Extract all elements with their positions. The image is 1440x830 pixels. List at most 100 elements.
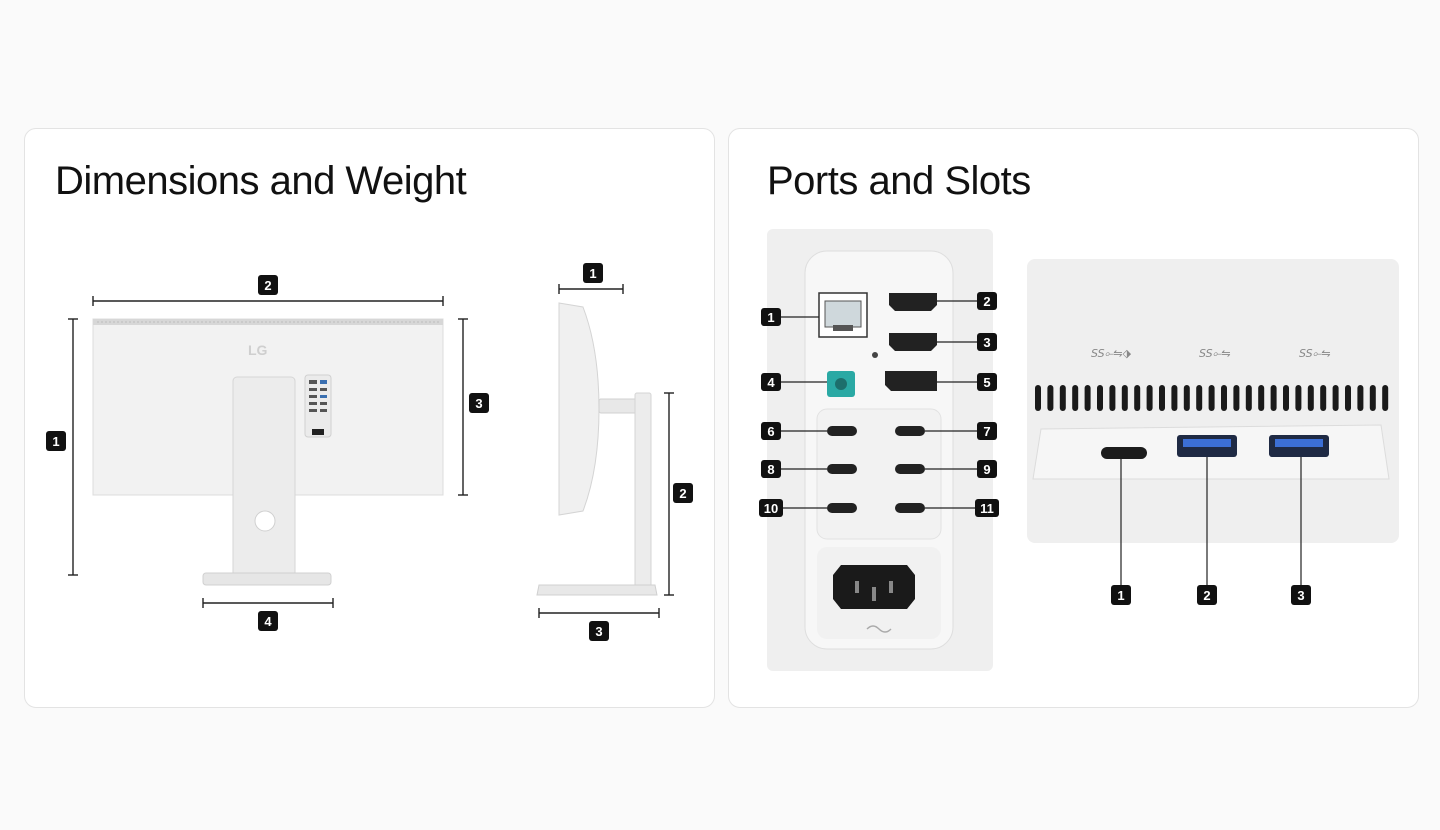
usbc-port-8: [827, 464, 857, 474]
side-badge-1: 1: [583, 263, 603, 283]
vent-slot: [1208, 385, 1215, 411]
rear-badge-8: 8: [761, 460, 781, 478]
rear-badge-2: 2: [977, 292, 997, 310]
vent-slot: [1072, 385, 1079, 411]
svg-text:2: 2: [679, 486, 686, 501]
svg-text:1: 1: [589, 266, 596, 281]
rear-badge-11: 11: [975, 499, 999, 517]
rear-badge-5: 5: [977, 373, 997, 391]
svg-text:8: 8: [767, 462, 774, 477]
vent-slot: [1059, 385, 1066, 411]
usbc-port-11: [895, 503, 925, 513]
dim-line-total-height: [68, 318, 78, 576]
rear-badge-9: 9: [977, 460, 997, 478]
usb-marking-2: SS⟜⇋: [1199, 347, 1231, 360]
svg-text:6: 6: [767, 424, 774, 439]
vent-slot: [1245, 385, 1252, 411]
vent-slot: [1097, 385, 1103, 411]
vent-slot: [1307, 385, 1314, 411]
vent-slot: [1121, 385, 1128, 411]
vent-slot: [1233, 385, 1240, 411]
vent-slot: [1109, 385, 1116, 411]
vent-slot: [1159, 385, 1165, 411]
dimensions-title: Dimensions and Weight: [55, 159, 467, 203]
vent-slot: [1283, 385, 1289, 411]
svg-text:2: 2: [983, 294, 990, 309]
vent-slot: [1345, 385, 1351, 411]
usbc-port-6: [827, 426, 857, 436]
dim-line-depth-top: [558, 284, 624, 294]
dimensions-card: Dimensions and Weight LG: [24, 128, 715, 708]
vent-slot: [1196, 385, 1203, 411]
vent-slot: [1221, 385, 1227, 411]
monitor-side-view: [536, 302, 658, 596]
stand-neck: [232, 376, 296, 578]
rear-badge-6: 6: [761, 422, 781, 440]
svg-text:7: 7: [983, 424, 990, 439]
side-port-badge-1: 1: [1111, 585, 1131, 605]
vent-slot: [1270, 385, 1277, 411]
vent-slot: [1357, 385, 1364, 411]
svg-text:3: 3: [595, 624, 602, 639]
svg-text:5: 5: [983, 375, 990, 390]
vent-slot: [1084, 385, 1091, 411]
svg-text:1: 1: [52, 434, 59, 449]
hdmi-port-1: [889, 293, 937, 311]
lg-logo: LG: [248, 342, 268, 358]
front-badge-2: 2: [258, 275, 278, 295]
rear-badge-3: 3: [977, 333, 997, 351]
vent-slot: [1332, 385, 1339, 411]
rear-leader-lines: [781, 300, 977, 509]
side-usbc-port: [1101, 447, 1147, 459]
usbc-port-9: [895, 464, 925, 474]
dim-line-panel-height: [458, 318, 468, 496]
vent-slot: [1047, 385, 1054, 411]
vent-slot: [1320, 385, 1327, 411]
rear-badge-4: 4: [761, 373, 781, 391]
svg-text:4: 4: [767, 375, 775, 390]
vent-slot: [1183, 385, 1190, 411]
vent-slot: [1171, 385, 1178, 411]
vent-slot: [1369, 385, 1376, 411]
svg-text:2: 2: [264, 278, 271, 293]
dim-line-base-width: [202, 598, 334, 608]
stand-base: [202, 572, 332, 586]
front-badge-4: 4: [258, 611, 278, 631]
dim-line-stand-height: [664, 392, 674, 596]
svg-text:3: 3: [1297, 588, 1304, 603]
vent-slot: [1258, 385, 1265, 411]
rear-port-panel: [767, 229, 993, 671]
svg-text:3: 3: [475, 396, 482, 411]
ports-card: Ports and Slots: [728, 128, 1419, 708]
hdmi-port-2: [889, 333, 937, 351]
svg-text:2: 2: [1203, 588, 1210, 603]
usbc-port-7: [895, 426, 925, 436]
dimensions-diagram: LG: [46, 263, 693, 641]
vent-slots: [1035, 385, 1389, 411]
usbc-port-10: [827, 503, 857, 513]
rear-badge-7: 7: [977, 422, 997, 440]
svg-text:11: 11: [980, 501, 994, 516]
front-badge-3: 3: [469, 393, 489, 413]
side-port-badge-3: 3: [1291, 585, 1311, 605]
rear-badge-10: 10: [759, 499, 783, 517]
svg-text:9: 9: [983, 462, 990, 477]
front-badge-1: 1: [46, 431, 66, 451]
usb-marking-3: SS⟜⇋: [1299, 347, 1331, 360]
vent-slot: [1295, 385, 1302, 411]
displayport: [885, 371, 937, 391]
vent-slot: [1035, 385, 1041, 411]
vent-slot: [1134, 385, 1141, 411]
svg-text:3: 3: [983, 335, 990, 350]
ports-diagram: 1 2 3 4 5 6 7 8 9 10 11 SS⟜⇋⬗ SS⟜⇋ SS⟜⇋: [759, 229, 1399, 671]
usb-marking-1: SS⟜⇋⬗: [1091, 347, 1132, 360]
vent-slot: [1146, 385, 1153, 411]
side-port-badge-2: 2: [1197, 585, 1217, 605]
svg-text:10: 10: [764, 501, 778, 516]
monitor-rear-view: LG: [92, 318, 444, 586]
svg-text:1: 1: [767, 310, 774, 325]
svg-text:4: 4: [264, 614, 272, 629]
vent-slot: [1382, 385, 1389, 411]
side-badge-2: 2: [673, 483, 693, 503]
side-badge-3: 3: [589, 621, 609, 641]
